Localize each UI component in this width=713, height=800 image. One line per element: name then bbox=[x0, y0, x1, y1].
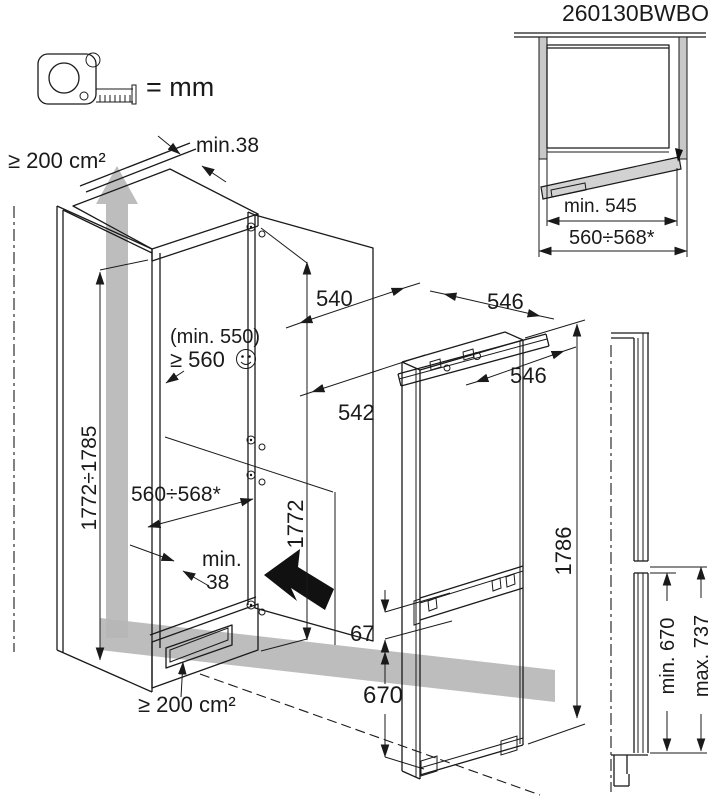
side-clearance-word: min. bbox=[202, 548, 242, 571]
top-view-inset: min. 545 560÷568* bbox=[514, 32, 706, 257]
airflow-up-arrow bbox=[96, 166, 138, 638]
lower-door-max-label: max. 737 bbox=[691, 615, 713, 697]
top-mounting-rail bbox=[397, 333, 550, 387]
base-bracket bbox=[611, 754, 648, 787]
plinth-vent bbox=[149, 596, 541, 796]
vent-area-top-label: ≥ 200 cm² bbox=[8, 148, 106, 173]
hinge-icon bbox=[246, 470, 266, 486]
dim-lower-door-min: min. 670 bbox=[657, 572, 679, 752]
niche-height-range-label: 1772÷1785 bbox=[78, 426, 101, 531]
unit-legend-label: = mm bbox=[146, 72, 214, 102]
dim-top-rail-width: 546 bbox=[429, 289, 555, 320]
appliance-foot bbox=[420, 755, 438, 777]
cabinet-wall-left bbox=[538, 36, 548, 160]
dim-vent-bottom: ≥ 200 cm² bbox=[138, 661, 236, 717]
lower-door-profile bbox=[633, 572, 649, 753]
dim-recess-depth: (min. 550) ≥ 560 bbox=[165, 326, 260, 384]
dim-top-view-niche-width: 560÷568* bbox=[538, 159, 688, 257]
cabinet-depth-label: 540 bbox=[316, 286, 353, 311]
smiley-icon bbox=[236, 349, 256, 369]
recess-depth-label: ≥ 560 bbox=[170, 347, 225, 372]
compartment-gap-label: 67 bbox=[350, 621, 374, 646]
dim-niche-height: 1772 bbox=[260, 227, 312, 652]
side-view-inset: min. 670 max. 737 bbox=[610, 332, 713, 792]
hinge-icon bbox=[246, 435, 266, 451]
door-handle bbox=[550, 182, 587, 198]
dim-top-clearance: min.38 bbox=[157, 134, 259, 183]
dim-cabinet-depth: 540 bbox=[285, 282, 421, 329]
airflow-bottom-band bbox=[100, 618, 555, 702]
cabinet-wall-right bbox=[678, 36, 688, 160]
appliance-depth-label: 542 bbox=[338, 400, 375, 425]
top-view-niche-width-label: 560÷568* bbox=[569, 227, 655, 249]
vent-area-bottom-label: ≥ 200 cm² bbox=[138, 692, 236, 717]
dim-compartment-gap: 67 bbox=[350, 590, 453, 660]
appliance-foot bbox=[500, 735, 518, 756]
door-hinge-icon bbox=[675, 148, 683, 162]
top-rail-width-label: 546 bbox=[487, 289, 524, 314]
insertion-arrow-icon bbox=[264, 549, 334, 610]
niche-top-panel bbox=[72, 142, 259, 262]
recess-depth-note-label: (min. 550) bbox=[170, 326, 260, 348]
dim-lower-door-max: max. 737 bbox=[691, 566, 713, 752]
dim-niche-width: 560÷568* bbox=[131, 483, 254, 528]
appliance-top-view bbox=[546, 44, 670, 149]
door-divider-rail bbox=[413, 565, 524, 626]
lower-door-min-label: min. 670 bbox=[657, 618, 679, 695]
left-side-panel bbox=[13, 205, 161, 693]
dim-freezer-door-height: 670 bbox=[363, 651, 425, 770]
tape-measure-icon bbox=[37, 52, 137, 105]
dim-appliance-depth: 542 bbox=[299, 354, 426, 425]
niche-height-label: 1772 bbox=[283, 500, 308, 549]
upper-door-profile bbox=[633, 333, 649, 562]
hinge-icon bbox=[246, 222, 266, 238]
appliance-isometric bbox=[397, 331, 550, 780]
model-number: 260130BWBO bbox=[562, 0, 709, 26]
freezer-door-height-label: 670 bbox=[363, 682, 403, 709]
appliance-height-label: 1786 bbox=[551, 527, 576, 576]
appliance-width-label: 546 bbox=[510, 363, 547, 388]
dim-side-clearance: min. 38 bbox=[129, 544, 242, 594]
main-isometric-view: 1772÷1785 min.38 ≥ 200 cm² (min. 550) ≥ … bbox=[8, 134, 586, 796]
door-open-depth-label: min. 545 bbox=[564, 196, 637, 217]
top-clearance-label: min.38 bbox=[196, 134, 259, 157]
dim-appliance-height: 1786 bbox=[524, 319, 586, 745]
side-clearance-value: 38 bbox=[206, 571, 229, 594]
dim-niche-height-range: 1772÷1785 bbox=[78, 259, 149, 661]
open-door-top-view bbox=[540, 156, 682, 200]
niche-width-label: 560÷568* bbox=[131, 483, 221, 506]
dim-door-open-depth: min. 545 bbox=[546, 158, 678, 226]
